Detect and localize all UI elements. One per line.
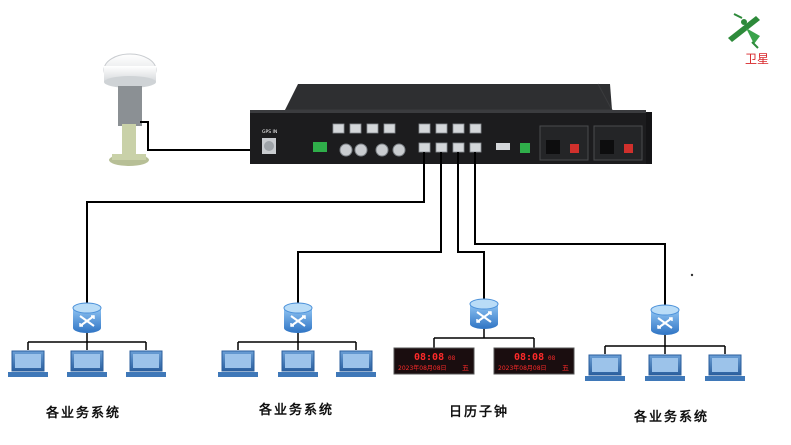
computer-icon bbox=[7, 350, 49, 378]
network-switch-icon bbox=[283, 302, 313, 334]
clock-weekday: 五 bbox=[462, 364, 469, 372]
group-label-1: 各业务系统 bbox=[46, 406, 122, 421]
group-label-3: 日历子钟 bbox=[449, 405, 510, 420]
group-label-4: 各业务系统 bbox=[634, 410, 710, 425]
clock-time: 08:08 bbox=[514, 352, 544, 363]
computer-icon bbox=[335, 350, 377, 378]
computer-icon bbox=[584, 354, 626, 382]
clock-seconds: 08 bbox=[548, 355, 556, 362]
clock-weekday: 五 bbox=[562, 364, 569, 372]
satellite-logo-icon bbox=[728, 13, 760, 49]
network-switch-icon bbox=[72, 302, 102, 334]
clock-date: 2023年08月08日 bbox=[498, 364, 547, 372]
computer-icon bbox=[704, 354, 746, 382]
group-4 bbox=[584, 304, 746, 382]
clock-time: 08:08 bbox=[414, 352, 444, 363]
time-server-device bbox=[250, 83, 652, 164]
link-group-3 bbox=[457, 152, 485, 302]
computer-icon bbox=[66, 350, 108, 378]
gps-antenna-icon bbox=[103, 53, 157, 166]
computer-icon bbox=[644, 354, 686, 382]
computer-icon bbox=[217, 350, 259, 378]
link-group-4 bbox=[474, 152, 666, 308]
clock-date: 2023年08月08日 bbox=[398, 364, 447, 372]
group-2 bbox=[217, 302, 377, 378]
network-switch-icon bbox=[469, 298, 499, 330]
gps-port-label: GPS IN bbox=[262, 129, 277, 135]
network-links bbox=[86, 152, 666, 308]
clock-seconds: 08 bbox=[448, 355, 456, 362]
computer-icon bbox=[277, 350, 319, 378]
link-group-1 bbox=[86, 152, 425, 306]
computer-icon bbox=[125, 350, 167, 378]
group-1 bbox=[7, 302, 167, 378]
link-group-2 bbox=[297, 152, 442, 306]
antenna-cable bbox=[140, 121, 269, 151]
brand-label: 卫星 bbox=[745, 52, 770, 66]
network-switch-icon bbox=[650, 304, 680, 336]
group-label-2: 各业务系统 bbox=[259, 403, 335, 418]
stray-dot bbox=[690, 273, 694, 277]
